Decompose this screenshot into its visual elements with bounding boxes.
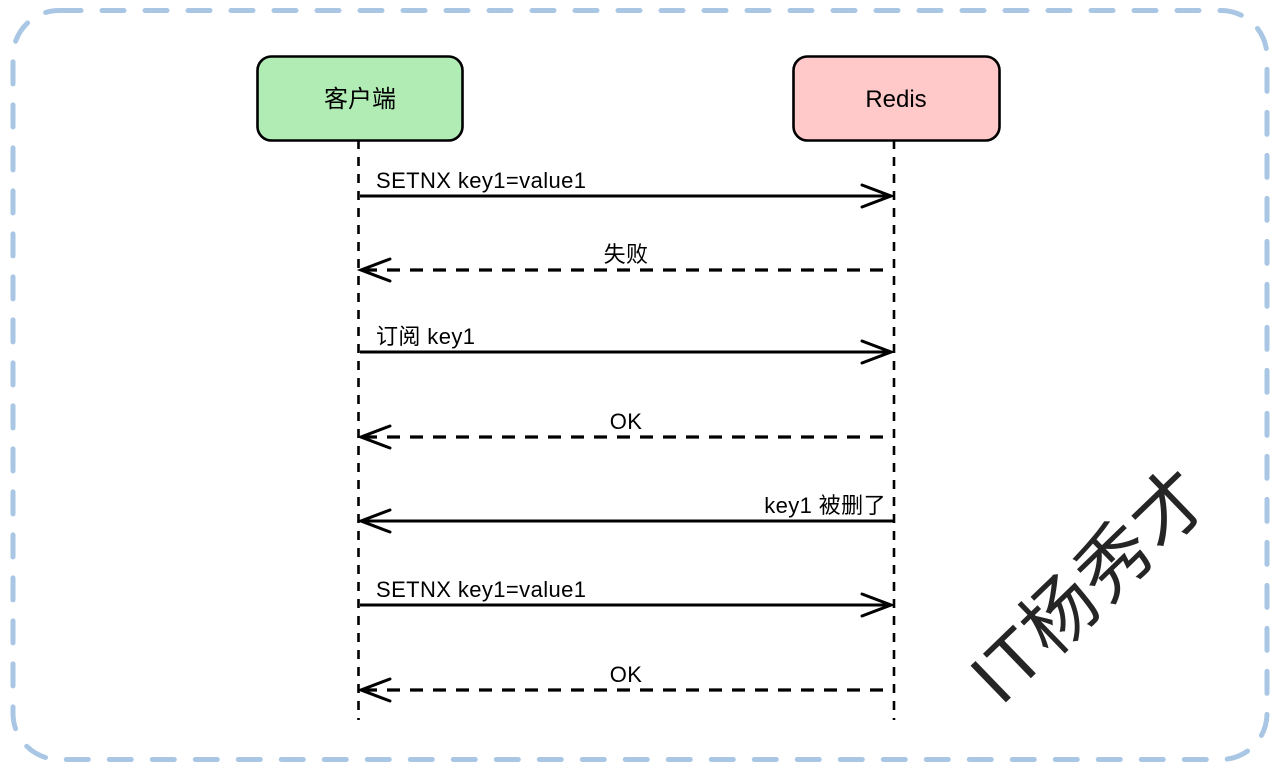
message-subscribe: 订阅 key1 [360, 324, 896, 365]
arrowhead-left-icon [356, 508, 392, 534]
arrowhead-right-icon [860, 183, 896, 209]
actor-client-label: 客户端 [324, 86, 396, 113]
message-key-deleted: key1 被删了 [356, 493, 893, 534]
actor-redis-box [792, 55, 1001, 142]
message-setnx-1-label: SETNX key1=value1 [376, 168, 586, 193]
message-ok-1-label: OK [610, 409, 643, 434]
message-subscribe-label: 订阅 key1 [376, 324, 475, 349]
message-ok-2-label: OK [610, 662, 643, 687]
diagram-frame-border [10, 8, 1270, 762]
message-setnx-2: SETNX key1=value1 [360, 577, 896, 618]
message-fail-label: 失败 [604, 242, 649, 267]
message-fail: 失败 [356, 242, 893, 283]
actor-redis: Redis [792, 55, 1001, 142]
arrowhead-left-icon [356, 677, 392, 703]
message-setnx-2-label: SETNX key1=value1 [376, 577, 586, 602]
message-key-deleted-label: key1 被删了 [764, 493, 886, 518]
message-ok-2: OK [356, 662, 893, 703]
arrowhead-left-icon [356, 257, 392, 283]
arrowhead-left-icon [356, 424, 392, 450]
message-ok-1: OK [356, 409, 893, 450]
message-setnx-1: SETNX key1=value1 [360, 168, 896, 209]
actor-client: 客户端 [256, 55, 464, 142]
arrowhead-right-icon [860, 592, 896, 618]
actor-client-box [256, 55, 464, 142]
watermark: IT杨秀才 [954, 452, 1226, 719]
actor-redis-label: Redis [865, 86, 926, 113]
arrowhead-right-icon [860, 339, 896, 365]
